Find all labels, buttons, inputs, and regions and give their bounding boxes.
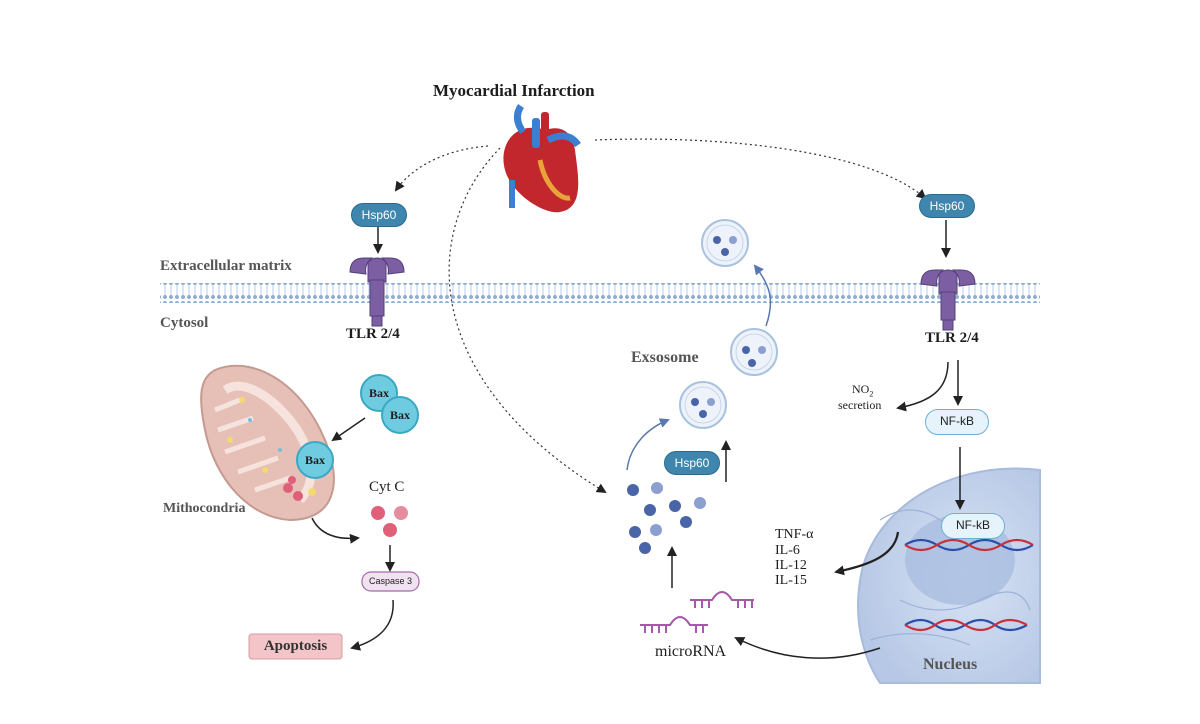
arrow-nucleus-to-microrna — [734, 637, 881, 659]
caspase-pill-shape — [361, 571, 420, 592]
tlr-left-label: TLR 2/4 — [346, 326, 400, 342]
nfkb-cytosol: NF-kB — [925, 409, 989, 435]
arrow-caspase-to-apoptosis — [350, 599, 394, 651]
arrow-mito-to-cytc — [311, 517, 360, 544]
heart-icon — [503, 104, 581, 213]
arrow-bax-to-mitochondria — [331, 417, 366, 442]
apoptosis-label: Apoptosis — [263, 638, 328, 654]
dna-upper — [904, 538, 1034, 552]
no2-subscript: 2 — [869, 389, 874, 399]
cytc-molecules — [371, 506, 408, 537]
extracellular-label: Extracellular matrix — [160, 258, 292, 274]
microrna-hairpins — [640, 591, 754, 633]
no2-label: NO2 — [852, 382, 873, 398]
nfkb-nucleus: NF-kB — [941, 513, 1005, 539]
cytokine-tnf: TNF-α — [775, 527, 814, 542]
nucleus-shape — [857, 467, 1041, 684]
cytokine-il12: IL-12 — [775, 558, 807, 573]
bax-3: Bax — [296, 441, 334, 479]
tlr-receptor-left — [349, 257, 405, 327]
arrow-tlr-to-no2 — [896, 361, 949, 412]
dotted-arrow-to-vesicles — [448, 147, 607, 494]
dna-lower — [904, 618, 1028, 632]
cytosol-label: Cytosol — [160, 315, 209, 331]
exosome-low — [679, 381, 727, 429]
arrow-exosome-up — [753, 264, 772, 327]
dotted-arrow-left-hsp60 — [394, 145, 489, 192]
exosome-top — [701, 219, 749, 267]
hsp60-left: Hsp60 — [351, 203, 407, 227]
diagram-title: Myocardial Infarction — [433, 81, 595, 100]
cytc-label: Cyt C — [369, 479, 405, 495]
microrna-label: microRNA — [655, 643, 727, 660]
exosome-label: Exsosome — [631, 349, 699, 366]
cytokine-il6: IL-6 — [775, 543, 800, 558]
hsp60-right: Hsp60 — [919, 194, 975, 218]
tlr-receptor-right — [920, 269, 976, 331]
arrow-nucleus-to-cytokines — [834, 531, 900, 576]
dotted-arrow-right-hsp60 — [594, 138, 927, 200]
cell-membrane — [160, 283, 1040, 303]
no2-main: NO — [852, 382, 870, 396]
caspase-label: Caspase 3 — [368, 576, 413, 586]
vesicle-cluster — [627, 482, 706, 554]
apoptosis-box — [248, 633, 343, 660]
bax-2: Bax — [381, 396, 419, 434]
no2-secretion-label: secretion — [838, 398, 882, 412]
exosome-mid — [730, 328, 778, 376]
cytokine-il15: IL-15 — [775, 573, 807, 588]
tlr-right-label: TLR 2/4 — [925, 330, 979, 346]
mitochondria-label: Mithocondria — [163, 501, 246, 516]
hsp60-exo: Hsp60 — [664, 451, 720, 475]
nucleus-label: Nucleus — [923, 656, 978, 673]
arrow-vesicles-to-exosome — [626, 418, 670, 471]
